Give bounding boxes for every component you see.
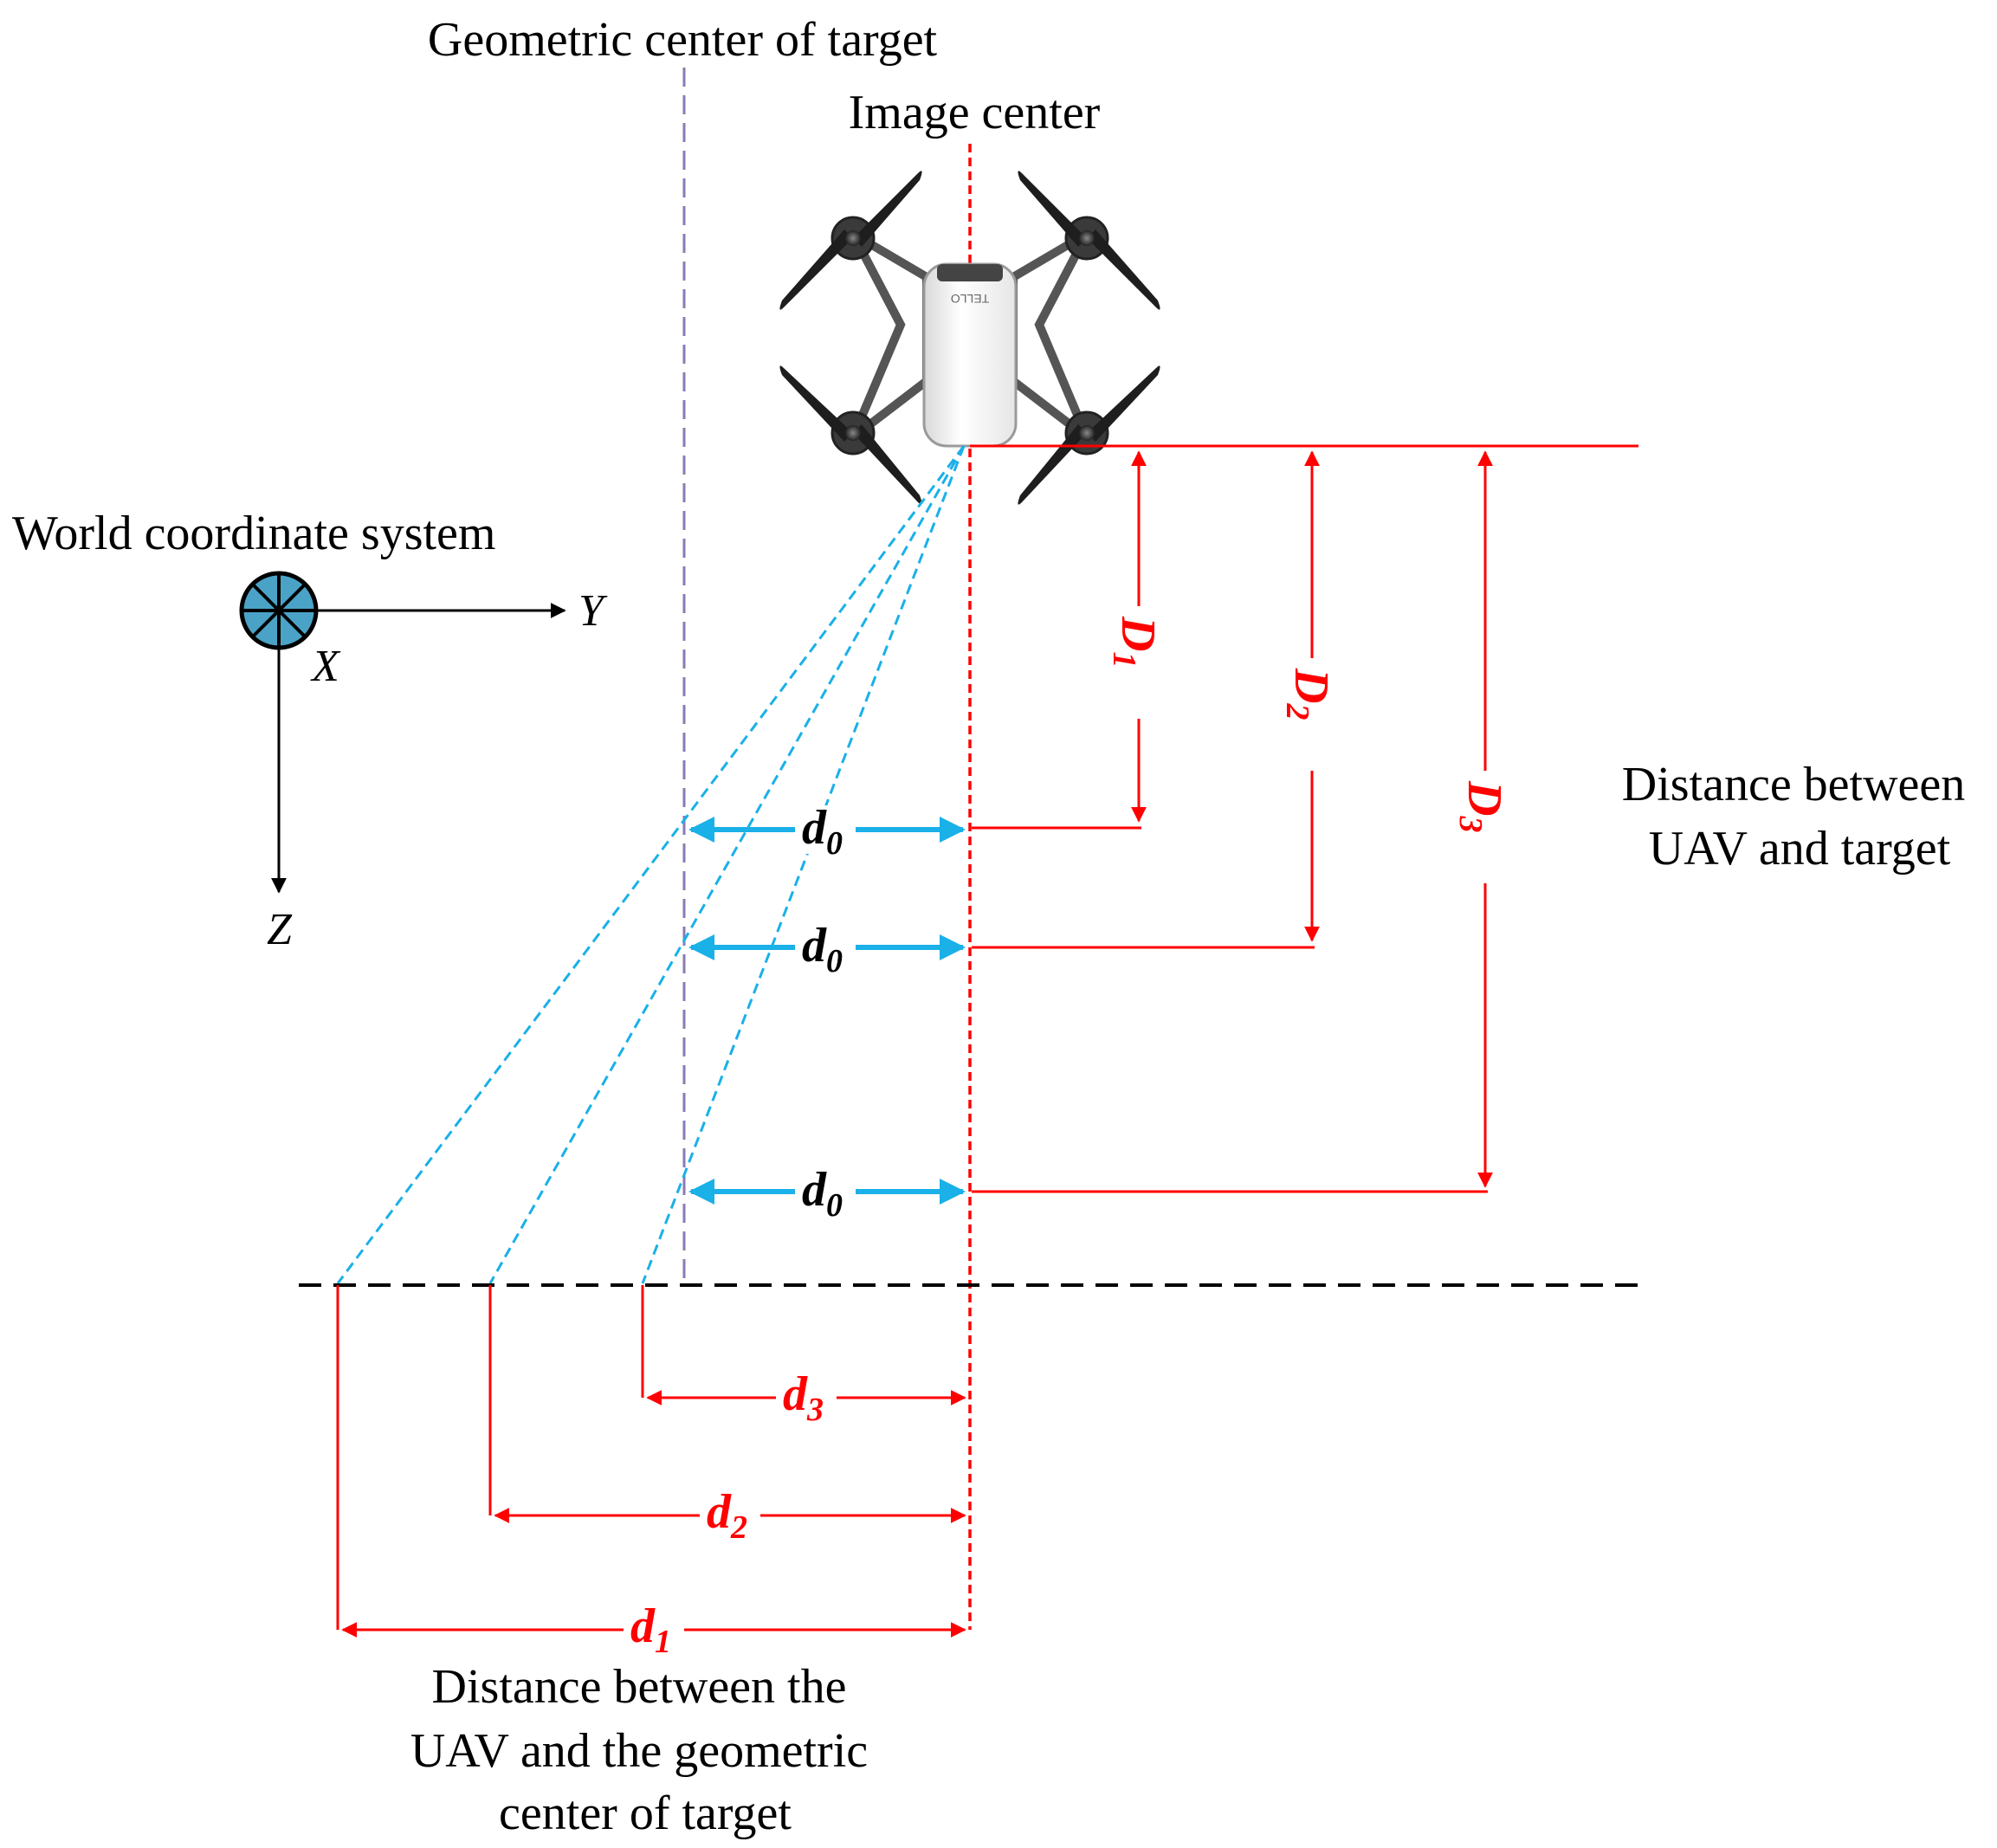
- d0-label-2: d0: [802, 919, 843, 979]
- image-center-label: Image center: [849, 86, 1101, 139]
- d0-label-3: d0: [802, 1163, 843, 1224]
- d3-label: d3: [783, 1367, 824, 1428]
- distance-geo-center-label: Distance between the UAV and the geometr…: [410, 1660, 880, 1840]
- projection-lines: [336, 445, 966, 1284]
- drone-brand-text: TELLO: [951, 292, 989, 306]
- D2-label: D2: [1279, 668, 1338, 720]
- d0-label-1: d0: [802, 801, 843, 862]
- drone-icon: TELLO: [779, 171, 1160, 505]
- D1-label: D1: [1106, 616, 1165, 668]
- d0-arrows: [688, 817, 966, 1205]
- geometric-center-label: Geometric center of target: [428, 13, 938, 67]
- axis-z-label: Z: [267, 905, 293, 954]
- d2-label: d2: [707, 1485, 747, 1546]
- x-axis-into-page-icon: [239, 571, 319, 650]
- axis-y-label: Y: [578, 586, 608, 636]
- d1-label: d1: [630, 1599, 671, 1660]
- axis-x-label: X: [310, 642, 341, 691]
- D3-label: D3: [1452, 780, 1511, 832]
- distance-uav-target-label: Distance between UAV and target: [1622, 758, 1977, 876]
- world-coord-label: World coordinate system: [12, 507, 495, 560]
- ground-drops: [336, 1285, 644, 1630]
- world-axes: [271, 603, 566, 894]
